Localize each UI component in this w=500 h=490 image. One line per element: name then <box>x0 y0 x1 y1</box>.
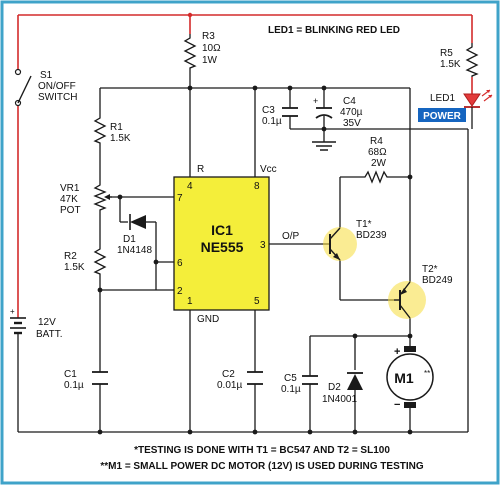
ic1-gnd-label: GND <box>197 314 219 325</box>
ic1-part: NE555 <box>201 239 244 255</box>
d2-value: 1N4001 <box>322 394 357 405</box>
c2-ref: C2 <box>222 369 235 380</box>
r4-power: 2W <box>371 158 387 169</box>
d1-value: 1N4148 <box>117 245 152 256</box>
resistor-r5 <box>465 43 479 77</box>
vr1-value: 47K <box>60 194 78 205</box>
supply-rail <box>17 14 473 310</box>
ic1-pin7: 7 <box>177 193 183 204</box>
led-note: LED1 = BLINKING RED LED <box>268 25 400 36</box>
m1-minus: − <box>394 399 400 411</box>
t2-value: BD249 <box>422 275 453 286</box>
c3-value: 0.1µ <box>262 116 282 127</box>
led1-symbol <box>463 89 493 114</box>
c4-plus-mark: + <box>313 96 318 106</box>
c2-value: 0.01µ <box>217 380 242 391</box>
ic1-output-label: O/P <box>282 231 300 242</box>
r3-value: 10Ω <box>202 43 221 54</box>
r5-value: 1.5K <box>440 59 461 70</box>
r1-value: 1.5K <box>110 133 131 144</box>
footnote-1: *TESTING IS DONE WITH T1 = BC547 AND T2 … <box>134 445 390 456</box>
r2-ref: R2 <box>64 251 77 262</box>
battery-value: 12V <box>38 317 56 328</box>
ic1-ref: IC1 <box>211 222 233 238</box>
ic1-pin1: 1 <box>187 296 193 307</box>
c3-ref: C3 <box>262 105 275 116</box>
c1-value: 0.1µ <box>64 380 84 391</box>
r5-ref: R5 <box>440 48 453 59</box>
r4-ref: R4 <box>370 136 383 147</box>
power-badge-label: POWER <box>423 111 462 122</box>
t1-value: BD239 <box>356 230 387 241</box>
ground-symbol <box>312 141 336 151</box>
vr1-type: POT <box>60 205 81 216</box>
c5-ref: C5 <box>284 373 297 384</box>
r4-value: 68Ω <box>368 147 387 158</box>
footnote-2: **M1 = SMALL POWER DC MOTOR (12V) IS USE… <box>100 461 423 472</box>
d2-ref: D2 <box>328 382 341 393</box>
diode-d1 <box>129 214 146 230</box>
capacitor-c1 <box>92 371 108 385</box>
ic1-pin8: 8 <box>254 181 260 192</box>
t2-ref: T2* <box>422 264 438 275</box>
resistor-r3 <box>183 34 197 70</box>
resistor-r1 <box>93 115 107 145</box>
potentiometer-vr1 <box>93 182 112 212</box>
ic1-pin4: 4 <box>187 181 193 192</box>
s1-line1: ON/OFF <box>38 81 76 92</box>
capacitor-c5 <box>302 375 318 385</box>
ic1-pin6: 6 <box>177 258 183 269</box>
motor-m1 <box>386 346 434 408</box>
vr1-ref: VR1 <box>60 183 80 194</box>
s1-line2: SWITCH <box>38 92 77 103</box>
ic1-pin2: 2 <box>177 286 183 297</box>
c4-value: 470µ <box>340 107 363 118</box>
capacitor-c2 <box>247 371 263 385</box>
r1-ref: R1 <box>110 122 123 133</box>
circuit-wires <box>17 70 473 433</box>
battery-plus-mark: + <box>10 307 15 316</box>
m1-mark: ** <box>424 369 430 378</box>
d1-ref: D1 <box>123 234 136 245</box>
c5-value: 0.1µ <box>281 384 301 395</box>
ic1-body <box>173 176 270 311</box>
c4-ref: C4 <box>343 96 356 107</box>
transistor-t1 <box>323 227 357 261</box>
r2-value: 1.5K <box>64 262 85 273</box>
t1-ref: T1* <box>356 219 372 230</box>
r3-ref: R3 <box>202 31 215 42</box>
resistor-r2 <box>93 246 107 276</box>
resistor-r4 <box>362 170 390 184</box>
capacitor-c3 <box>282 107 298 117</box>
ic1-vcc-label: Vcc <box>260 164 277 175</box>
ic1-pin5: 5 <box>254 296 260 307</box>
m1-plus: + <box>394 346 400 358</box>
ic1-reset-label: R <box>197 164 204 175</box>
battery-label: BATT. <box>36 329 62 340</box>
capacitor-c4 <box>315 107 333 119</box>
switch-s1 <box>14 68 32 107</box>
s1-ref: S1 <box>40 70 53 81</box>
r3-power: 1W <box>202 55 218 66</box>
c1-ref: C1 <box>64 369 77 380</box>
diode-d2 <box>347 372 363 390</box>
ic1-pin3: 3 <box>260 240 266 251</box>
power-badge <box>418 108 466 122</box>
transistor-t2 <box>388 281 426 319</box>
c4-voltage: 35V <box>343 118 361 129</box>
m1-ref: M1 <box>394 370 414 386</box>
junction-dots <box>97 12 413 435</box>
battery-12v <box>10 310 26 340</box>
led1-ref: LED1 <box>430 93 455 104</box>
